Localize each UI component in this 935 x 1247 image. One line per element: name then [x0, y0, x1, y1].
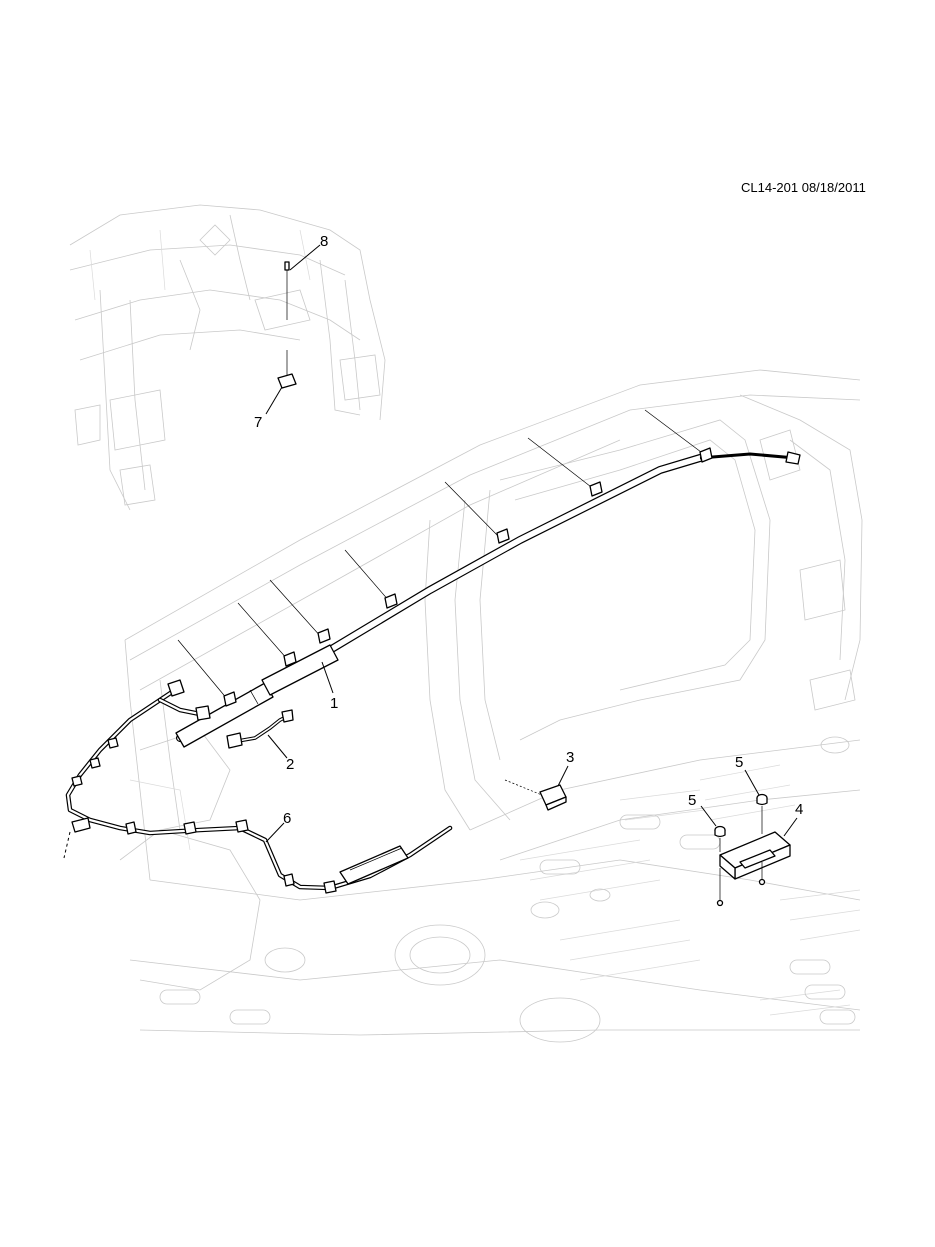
callout-7: 7: [254, 414, 262, 431]
callout-3: 3: [566, 749, 574, 766]
callout-6: 6: [283, 810, 291, 827]
drawing-code: CL14-201 08/18/2011: [741, 180, 866, 195]
part-2-harness-jumper: [226, 709, 294, 759]
part-3-side-sensor: [504, 765, 569, 811]
callouts: 1 2 3 4 5 5 6 7 8: [254, 233, 803, 827]
callout-4: 4: [795, 801, 803, 818]
part-4-sdm-module: [716, 817, 798, 907]
callout-1: 1: [330, 695, 338, 712]
part-7-8-front-sensor: [265, 244, 321, 415]
inset-front-structure: [69, 204, 386, 511]
callout-8: 8: [320, 233, 328, 250]
callout-2: 2: [286, 756, 294, 773]
callout-5-lower: 5: [688, 792, 696, 809]
part-6-wiring-harness: [63, 679, 453, 894]
part-1-roof-rail-airbag: [175, 409, 801, 748]
callout-5-upper: 5: [735, 754, 743, 771]
body-structure: [119, 369, 863, 1043]
part-5-nuts: [700, 769, 768, 852]
